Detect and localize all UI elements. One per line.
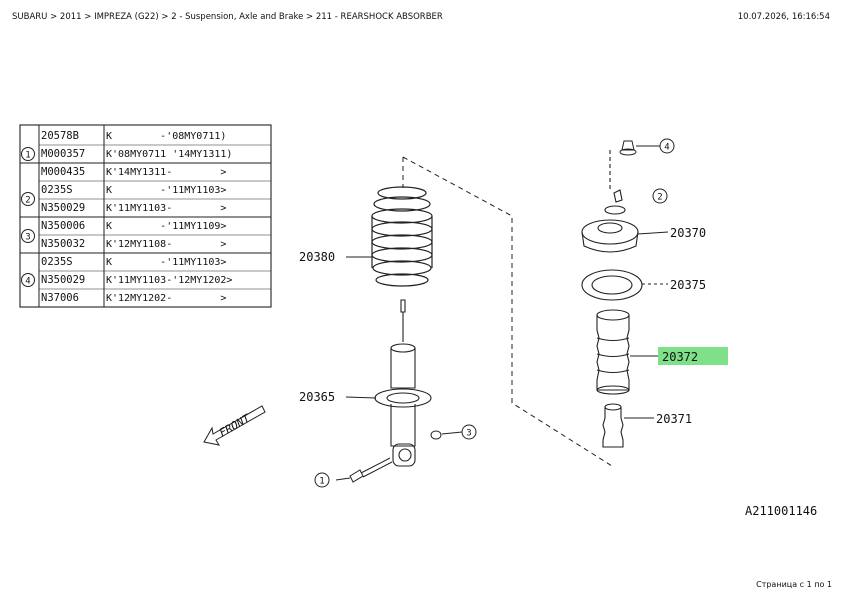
label-20371: 20371 — [656, 412, 692, 426]
callout-4-table-num: 4 — [25, 277, 30, 287]
diagram-code: A211001146 — [745, 504, 817, 518]
table-part-number: N350029 — [41, 274, 85, 286]
parts-table — [19, 124, 272, 308]
front-arrow-icon — [203, 405, 266, 446]
table-part-number: N37006 — [41, 292, 79, 304]
callout-1 — [314, 472, 330, 488]
callout-2-table-num: 2 — [25, 196, 30, 206]
table-model-range: K -'11MY1103> — [106, 257, 226, 268]
table-model-range: K'11MY1103-'12MY1202> — [106, 275, 232, 286]
table-model-range: K'12MY1108- > — [106, 239, 226, 250]
callout-2 — [652, 188, 668, 204]
table-model-range: K'08MY0711 '14MY1311) — [106, 149, 232, 160]
highlight-20372 — [658, 347, 728, 365]
label-20380: 20380 — [299, 250, 335, 264]
callout-1-table-num: 1 — [25, 151, 30, 161]
callout-1-num: 1 — [319, 477, 324, 487]
table-part-number: M000435 — [41, 166, 85, 178]
callout-2-table — [21, 192, 35, 206]
nut-part-3 — [430, 430, 463, 440]
table-model-range: K'14MY1311- > — [106, 167, 226, 178]
callout-3 — [461, 424, 477, 440]
bolt-part-1 — [335, 457, 393, 483]
dust-boot-20372 — [596, 309, 660, 395]
strut-mount-20370 — [581, 150, 669, 253]
spring-seat-20375 — [581, 269, 668, 301]
front-label: FRONT — [217, 411, 253, 440]
callout-3-num: 3 — [466, 429, 471, 439]
callout-3-table-num: 3 — [25, 233, 30, 243]
table-model-range: K -'08MY0711) — [106, 131, 226, 142]
table-model-range: K -'11MY1103> — [106, 185, 226, 196]
callout-2-num: 2 — [657, 193, 662, 203]
table-part-number: 0235S — [41, 256, 73, 268]
table-model-range: K'11MY1103- > — [106, 203, 226, 214]
callout-4 — [659, 138, 675, 154]
callout-1-table — [21, 147, 35, 161]
table-model-range: K -'11MY1109> — [106, 221, 226, 232]
label-20365: 20365 — [299, 390, 335, 404]
table-part-number: N350032 — [41, 238, 85, 250]
callout-4-table — [21, 273, 35, 287]
table-part-number: N350029 — [41, 202, 85, 214]
table-model-range: K'12MY1202- > — [106, 293, 226, 304]
label-20375: 20375 — [670, 278, 706, 292]
coil-spring-20380 — [371, 186, 433, 287]
assembly-leader-dashed — [402, 156, 613, 467]
table-part-number: M000357 — [41, 148, 85, 160]
leader-20365 — [345, 396, 377, 399]
nut-part-4 — [619, 140, 660, 156]
table-part-number: N350006 — [41, 220, 85, 232]
callout-4-num: 4 — [664, 143, 669, 153]
breadcrumb: SUBARU > 2011 > IMPREZA (G22) > 2 - Susp… — [12, 12, 443, 22]
shock-absorber-20365 — [374, 299, 432, 467]
label-20370: 20370 — [670, 226, 706, 240]
table-part-number: 20578B — [41, 130, 79, 142]
print-timestamp: 10.07.2026, 16:16:54 — [737, 12, 830, 22]
label-20372: 20372 — [662, 350, 698, 364]
bump-stop-20371 — [602, 403, 654, 448]
table-part-number: 0235S — [41, 184, 73, 196]
page-counter: Страница с 1 по 1 — [756, 580, 832, 589]
callout-3-table — [21, 229, 35, 243]
